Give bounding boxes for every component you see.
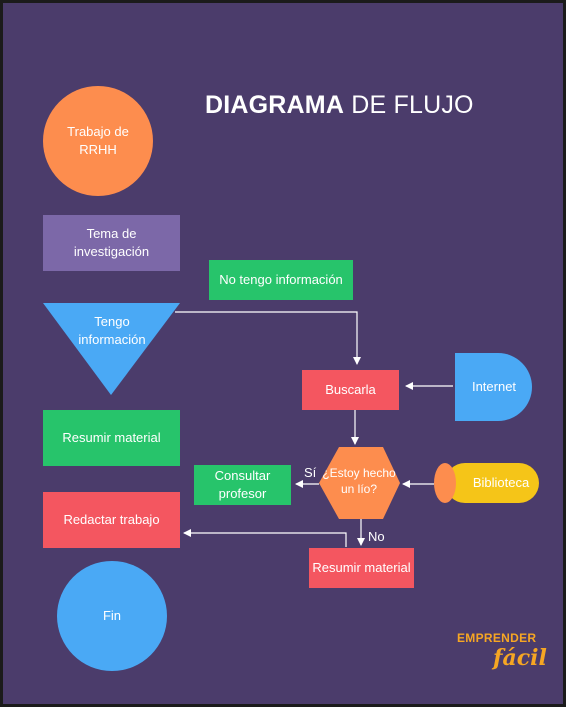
flowchart-canvas: DIAGRAMA DE FLUJO Trabajo de RRHH Tema d… [3, 3, 563, 704]
internet-shape [455, 353, 532, 421]
logo-bottom-text: fácil [493, 645, 547, 671]
resumir-material-2-label: Resumir material [312, 560, 411, 575]
tengo-info-label: Tengo información [78, 314, 146, 347]
edge-tengo-to-buscarla [175, 311, 361, 365]
fin-label: Fin [102, 608, 122, 623]
resumir-material-node: Resumir material [43, 410, 180, 466]
buscarla-label: Buscarla [325, 382, 376, 397]
trabajo-rrhh-label: Trabajo de RRHH [67, 124, 129, 157]
edge-resumir-to-redactar [183, 529, 347, 547]
tema-investigacion-label: Tema de investigación [73, 226, 150, 259]
decision-hexagon [319, 447, 400, 519]
biblioteca-cylinder-cap [434, 463, 456, 503]
consultar-profesor-node: Consultar profesor [194, 465, 291, 505]
no-info-node: No tengo información [209, 260, 353, 300]
buscarla-node: Buscarla [302, 370, 399, 410]
edge-label-si: Sí [304, 465, 317, 480]
fin-node: Fin [57, 561, 167, 671]
tema-investigacion-node: Tema de investigación [43, 215, 180, 271]
no-info-label: No tengo información [219, 272, 343, 287]
biblioteca-label: Biblioteca [472, 475, 530, 490]
emprender-facil-logo: EMPRENDER fácil [457, 631, 549, 677]
logo-top-text: EMPRENDER [457, 631, 537, 645]
redactar-trabajo-label: Redactar trabajo [63, 512, 160, 527]
resumir-material-2-node: Resumir material [309, 548, 414, 588]
internet-label: Internet [471, 379, 517, 394]
trabajo-rrhh-node: Trabajo de RRHH [43, 86, 153, 196]
edge-label-no: No [368, 529, 385, 544]
biblioteca-cylinder-body [445, 463, 539, 503]
title-rest: DE FLUJO [344, 91, 474, 119]
title-bold: DIAGRAMA [205, 91, 345, 119]
resumir-material-label: Resumir material [62, 430, 161, 445]
redactar-trabajo-node: Redactar trabajo [43, 492, 180, 548]
consultar-profesor-label: Consultar profesor [214, 468, 271, 501]
decision-label: ¿Estoy hecho un lío? [322, 466, 396, 496]
tengo-info-triangle [43, 303, 180, 395]
page-title: DIAGRAMA DE FLUJO [205, 91, 474, 120]
flowchart-shapes [43, 303, 539, 547]
